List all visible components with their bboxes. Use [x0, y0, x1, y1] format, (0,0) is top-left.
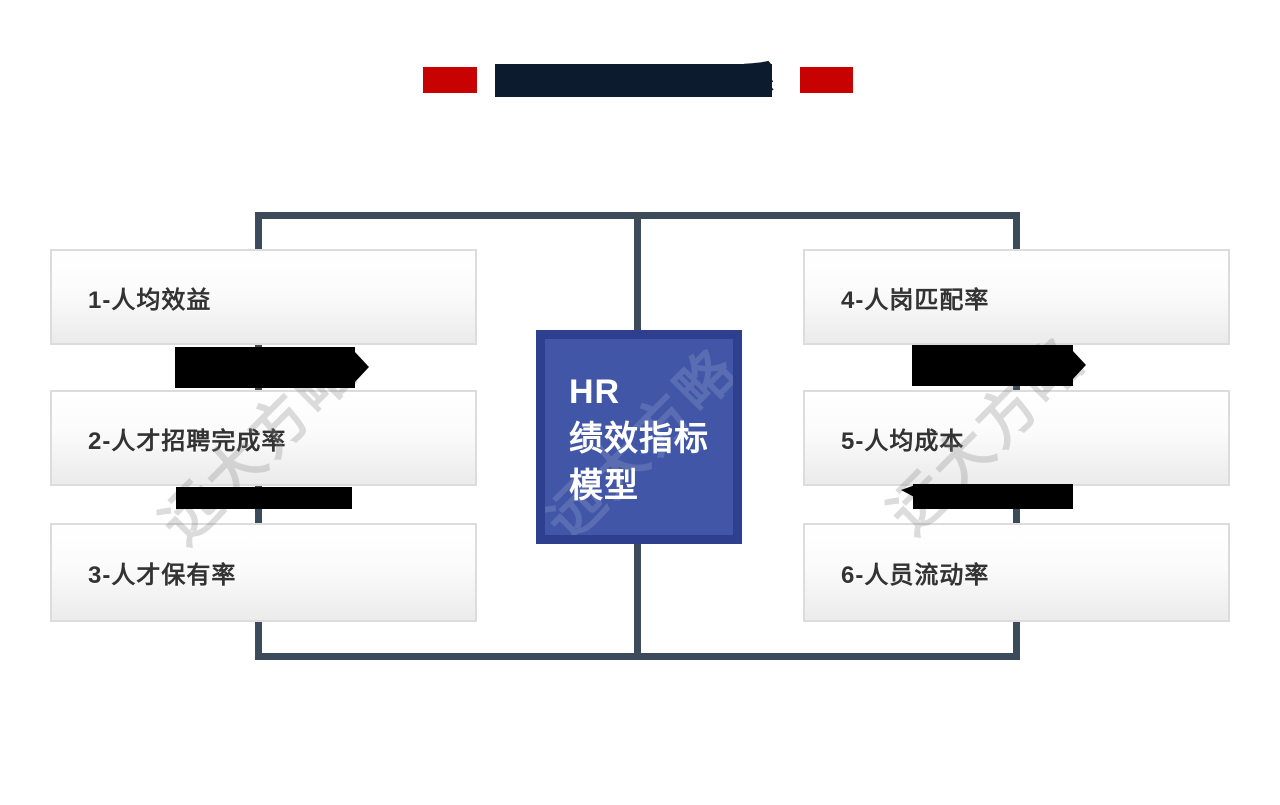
hr-model-box-inner: 远大方略 HR 绩效指标 模型: [545, 339, 733, 535]
kpi-box-3: 3-人才保有率: [50, 523, 477, 622]
kpi-label: 3-人才保有率: [88, 562, 237, 589]
redacted-text-bar: [175, 347, 355, 388]
kpi-label: 1-人均效益: [88, 286, 212, 314]
title-redacted-bar: [495, 64, 772, 97]
kpi-label: 6-人员流动率: [841, 562, 990, 589]
page-title-visible-suffix: 系: [741, 60, 775, 98]
redacted-text-bar: [176, 487, 352, 509]
redacted-text-bar: [912, 345, 1073, 386]
hr-model-title-line: 模型: [569, 467, 639, 505]
hr-model-title-line: HR: [569, 373, 621, 411]
title-accent-left: [423, 67, 477, 93]
title-accent-right: [800, 67, 853, 93]
kpi-box-1: 1-人均效益: [50, 249, 477, 345]
hr-model-box: 远大方略 HR 绩效指标 模型: [536, 330, 742, 544]
kpi-label: 2-人才招聘完成率: [88, 427, 287, 455]
hr-model-title-line: 绩效指标: [569, 420, 709, 458]
arrow-right-icon: [355, 352, 369, 382]
kpi-box-5: 5-人均成本: [803, 390, 1230, 486]
kpi-box-6: 6-人员流动率: [803, 523, 1230, 622]
kpi-label: 4-人岗匹配率: [841, 286, 990, 314]
arrow-right-icon: [1072, 350, 1086, 380]
redacted-text-bar: [913, 484, 1073, 509]
kpi-label: 5-人均成本: [841, 427, 965, 455]
kpi-box-2: 2-人才招聘完成率: [50, 390, 477, 486]
kpi-box-4: 4-人岗匹配率: [803, 249, 1230, 345]
